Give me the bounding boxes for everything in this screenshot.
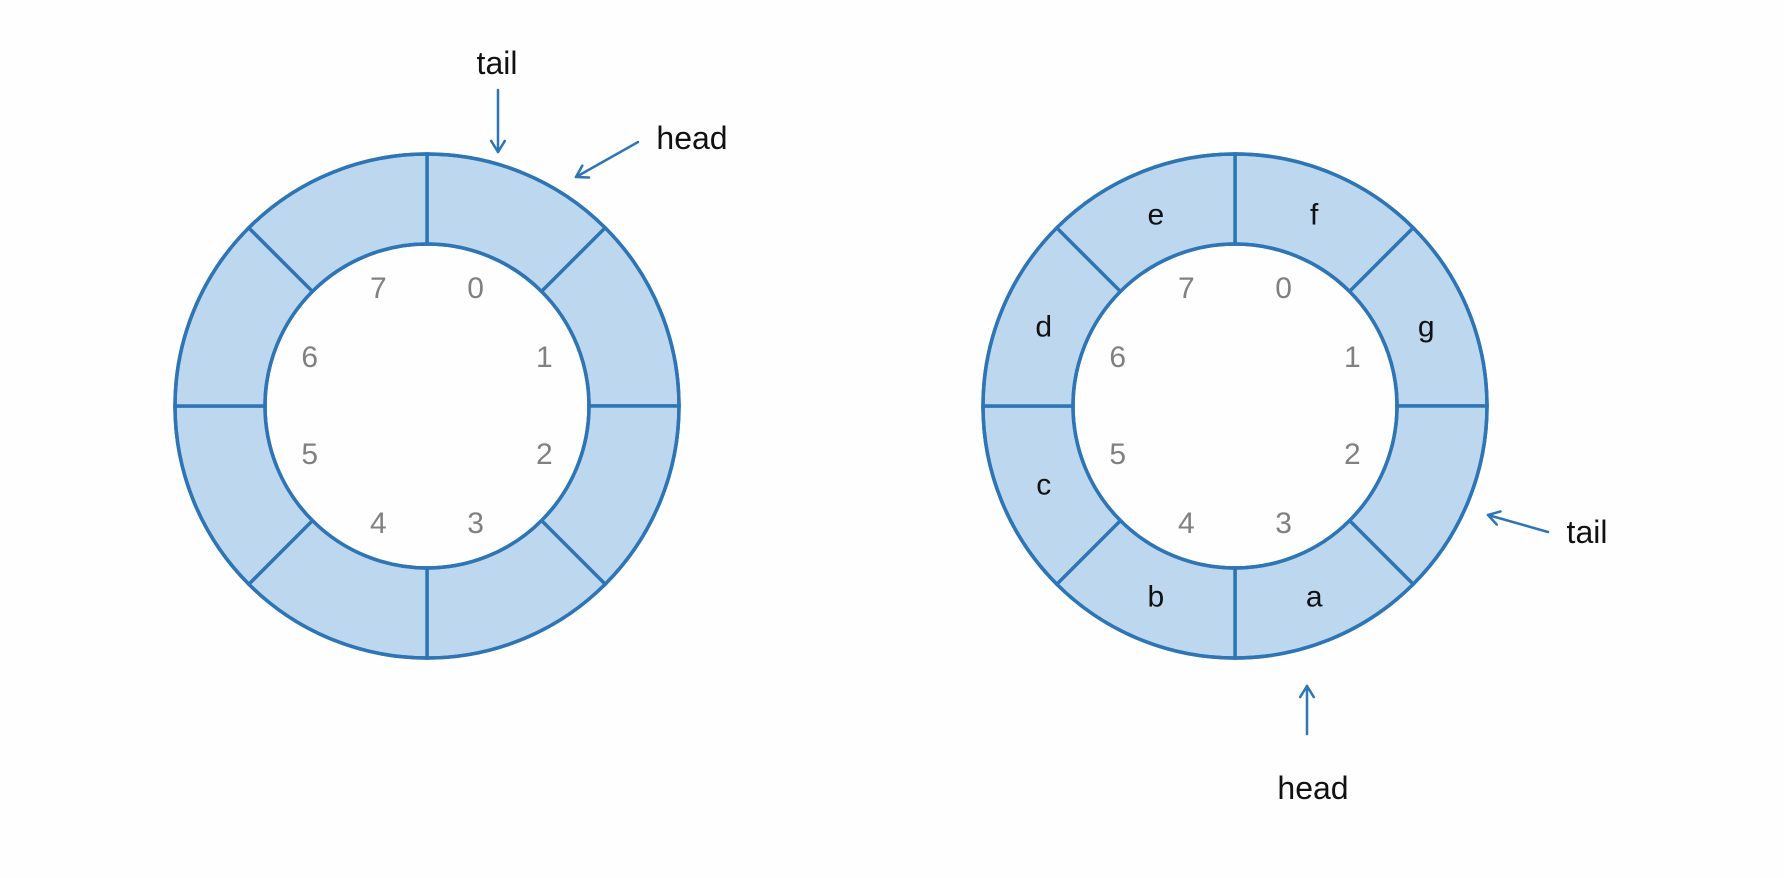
slot-value-1: g xyxy=(1418,310,1435,343)
slot-index-1: 1 xyxy=(536,341,553,374)
slot-index-2: 2 xyxy=(536,438,553,471)
slot-index-6: 6 xyxy=(1109,341,1126,374)
slot-value-3: a xyxy=(1306,581,1323,614)
outer-ring xyxy=(173,152,681,660)
slot-index-4: 4 xyxy=(1178,507,1195,540)
ring-buffer-empty: 0 1 2 3 4 5 6 7 tail head xyxy=(173,45,728,660)
inner-ring xyxy=(263,242,591,570)
slot-index-2: 2 xyxy=(1344,438,1361,471)
slot-index-3: 3 xyxy=(467,507,484,540)
slot-index-3: 3 xyxy=(1275,507,1292,540)
tail-label: tail xyxy=(477,45,518,81)
slot-index-4: 4 xyxy=(370,507,387,540)
slot-index-1: 1 xyxy=(1344,341,1361,374)
head-arrow xyxy=(574,140,640,179)
head-arrow xyxy=(1298,684,1316,736)
outer-ring xyxy=(981,152,1489,660)
slot-index-5: 5 xyxy=(1109,438,1126,471)
head-label: head xyxy=(1277,770,1348,806)
slot-index-0: 0 xyxy=(467,272,484,305)
slot-index-0: 0 xyxy=(1275,272,1292,305)
inner-ring xyxy=(1071,242,1399,570)
slot-index-7: 7 xyxy=(1178,272,1195,305)
ring-buffer-full: 0 f 1 g 2 3 a 4 b 5 c 6 d 7 e tail head xyxy=(981,152,1608,806)
slot-index-6: 6 xyxy=(301,341,318,374)
slot-value-0: f xyxy=(1310,198,1319,231)
slot-index-7: 7 xyxy=(370,272,387,305)
slot-value-7: e xyxy=(1147,198,1164,231)
slot-value-5: c xyxy=(1036,469,1051,502)
tail-arrow xyxy=(489,88,507,154)
slot-value-6: d xyxy=(1035,310,1052,343)
slot-index-5: 5 xyxy=(301,438,318,471)
tail-arrow xyxy=(1486,510,1550,534)
slot-value-4: b xyxy=(1147,581,1164,614)
tail-label: tail xyxy=(1567,514,1608,550)
head-label: head xyxy=(656,120,727,156)
